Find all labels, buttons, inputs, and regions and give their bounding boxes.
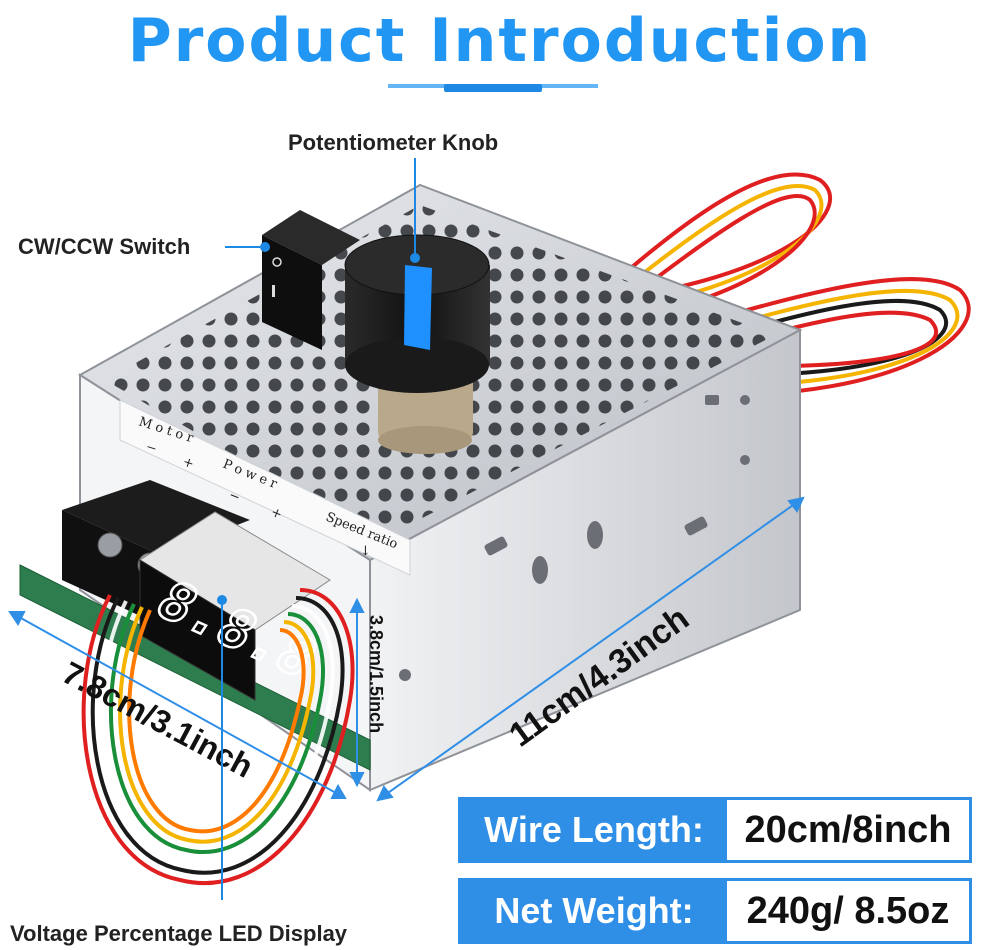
spec-net-weight: Net Weight: 240g/ 8.5oz bbox=[458, 878, 972, 944]
label-speed-arrow: ↓ bbox=[360, 544, 371, 559]
callout-switch: CW/CCW Switch bbox=[18, 234, 191, 259]
callout-leaders bbox=[217, 158, 420, 900]
label-motor-minus: − bbox=[144, 440, 159, 458]
callout-potentiometer: Potentiometer Knob bbox=[288, 130, 499, 155]
led-ribbon-cable bbox=[81, 588, 355, 886]
label-strip bbox=[119, 399, 411, 576]
product-illustration: 8.8.8 Motor Power Speed ratio − + − + ↓ bbox=[8, 158, 971, 900]
spec-label: Wire Length: bbox=[461, 800, 727, 860]
enclosure-side-cutouts bbox=[399, 395, 750, 681]
potentiometer-knob[interactable] bbox=[344, 234, 490, 454]
title-underline-accent bbox=[444, 84, 542, 92]
spec-value: 20cm/8inch bbox=[727, 800, 969, 860]
callout-led-display: Voltage Percentage LED Display bbox=[10, 921, 348, 946]
dimension-height: 3.8cm/1.5inch bbox=[366, 615, 386, 733]
label-power-plus: + bbox=[269, 505, 285, 523]
dimension-lines bbox=[8, 496, 805, 802]
spec-label: Net Weight: bbox=[461, 881, 727, 941]
spec-wire-length: Wire Length: 20cm/8inch bbox=[458, 797, 972, 863]
label-motor-plus: + bbox=[181, 455, 196, 473]
cw-ccw-switch[interactable] bbox=[262, 210, 360, 350]
page-title: Product Introduction bbox=[127, 6, 873, 76]
label-power-minus: − bbox=[227, 488, 243, 506]
spec-value: 240g/ 8.5oz bbox=[727, 881, 969, 941]
